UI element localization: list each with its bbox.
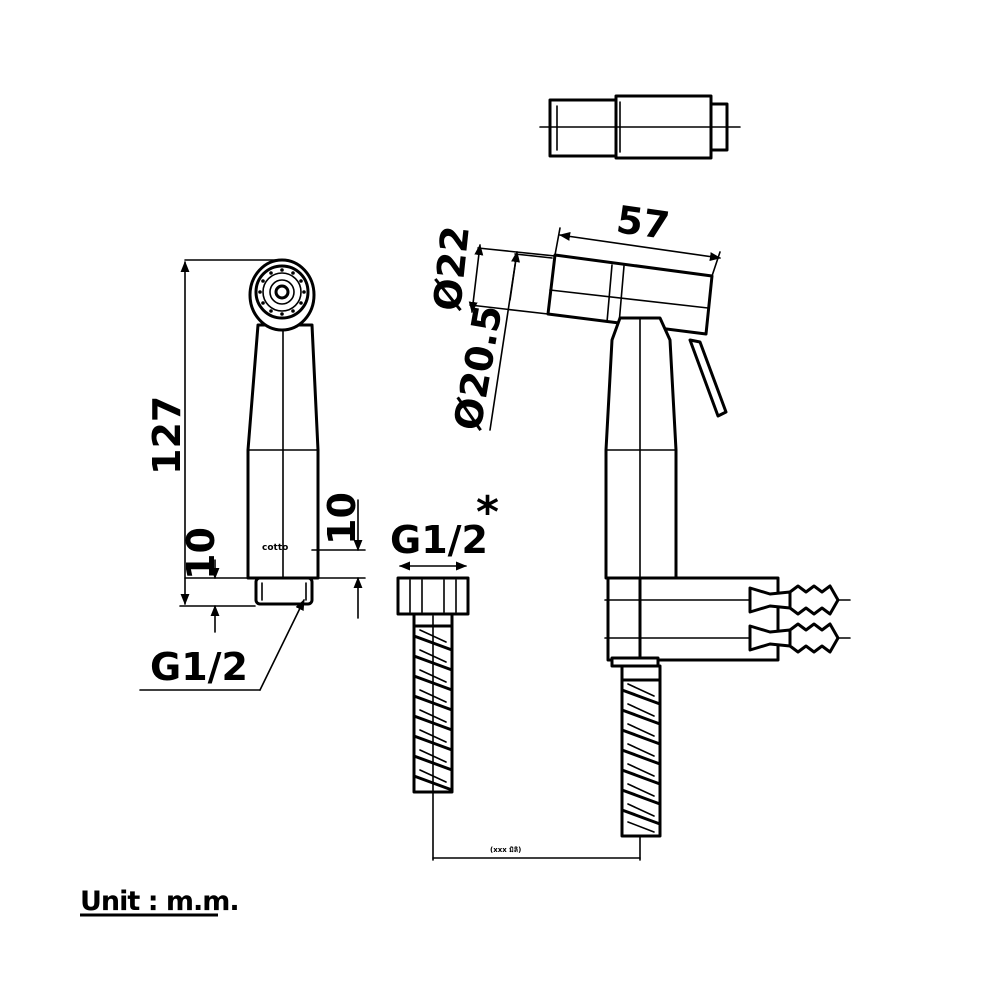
spray-side-view	[546, 253, 851, 838]
note-asterisk: *	[476, 487, 499, 538]
thread-g12-left: G1/2	[150, 645, 248, 689]
unit-note: Unit : m.m.	[80, 886, 240, 917]
dimension-nozzle: 10	[179, 527, 257, 633]
dimension-head-diameter: Ø22	[425, 224, 556, 315]
dimension-10-left: 10	[179, 527, 223, 580]
wall-plug-bottom	[748, 622, 840, 654]
dimension-d22: Ø22	[425, 224, 478, 313]
hose-spiral-right	[620, 683, 662, 833]
nozzle-holes	[258, 268, 306, 316]
dimension-d20-5: Ø20.5	[446, 302, 511, 434]
hose-end-view: G1/2 *	[390, 487, 499, 861]
spray-front-view: cotto	[246, 258, 320, 606]
unit-label: Unit : m.m.	[80, 886, 239, 917]
dimension-base: 10	[311, 492, 366, 619]
thread-g12-hose: G1/2	[390, 518, 488, 562]
dimension-57: 57	[614, 197, 672, 248]
hose-length-label: (ххх มิลิ)	[490, 846, 521, 854]
nozzle-side-view	[539, 94, 741, 160]
wall-plug-top	[748, 584, 840, 616]
thread-label-spray: G1/2	[139, 598, 305, 691]
dimension-127: 127	[145, 396, 189, 475]
dimension-hose-length: (ххх มิลิ)	[432, 799, 641, 861]
dimension-height: 127	[145, 259, 283, 607]
brand-logo: cotto	[262, 543, 288, 553]
dimension-10-right: 10	[320, 492, 364, 545]
dimension-head-length: 57	[554, 197, 722, 277]
